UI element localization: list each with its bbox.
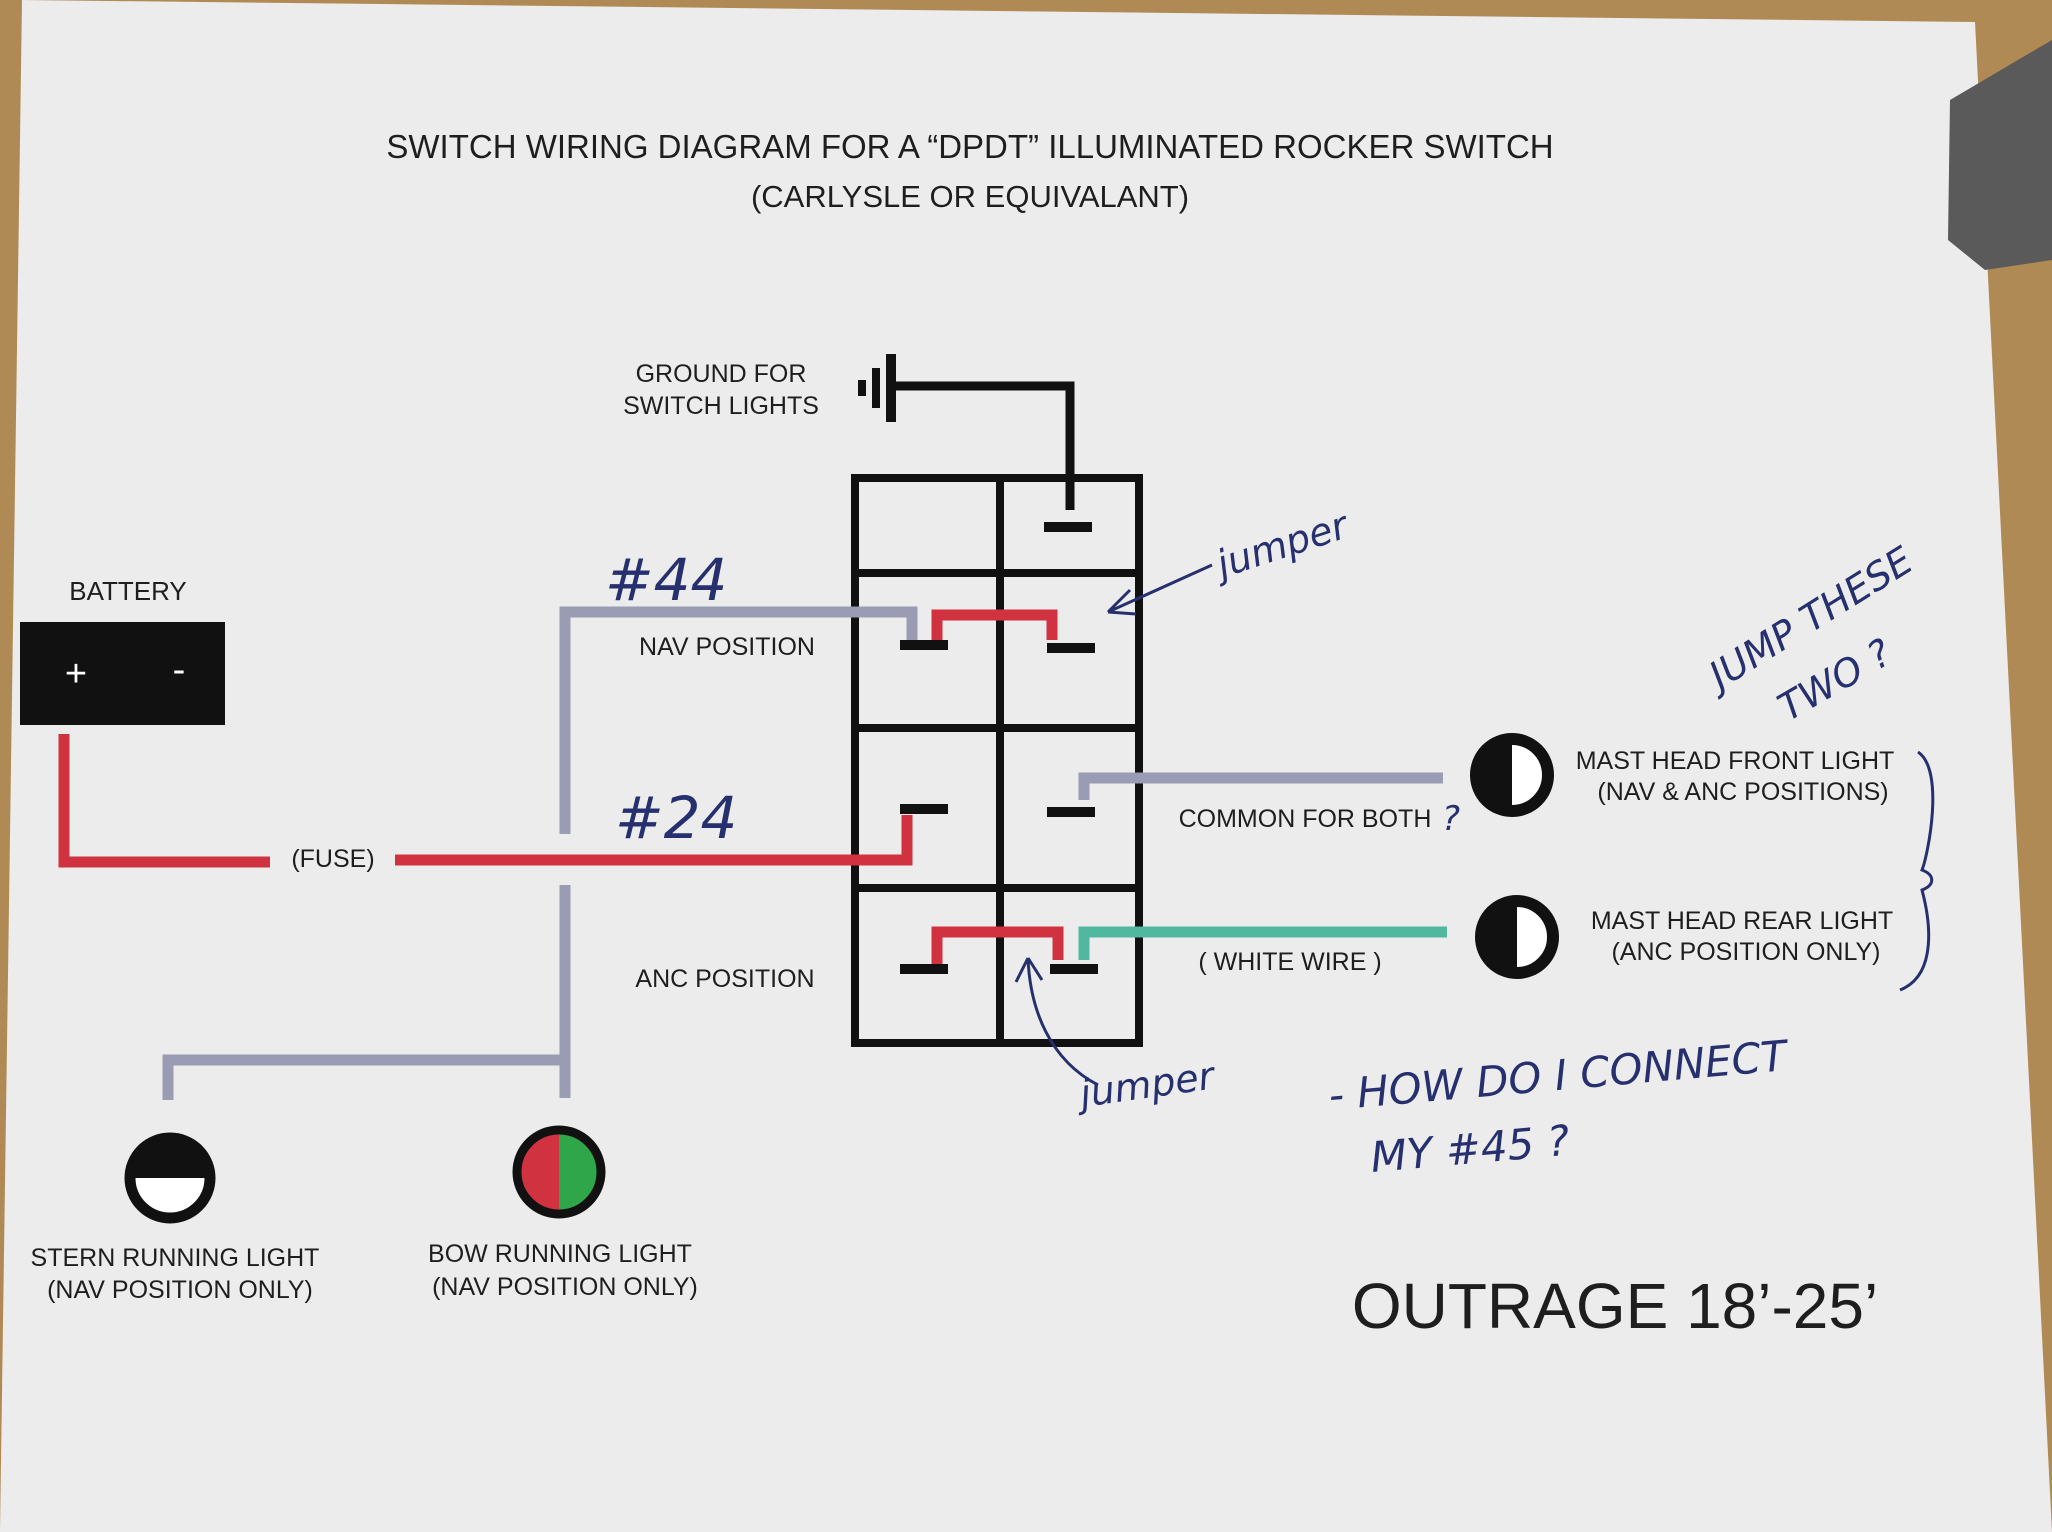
mast-rear-label-line-1: MAST HEAD REAR LIGHT [1591, 907, 1893, 935]
handwritten-wire-24: #24 [615, 784, 737, 852]
bow-running-light-icon [512, 1125, 606, 1219]
terminal-common-left [900, 804, 948, 814]
dpdt-switch-body [851, 474, 1143, 1047]
jumper-top-arrow [1106, 563, 1213, 616]
mast-head-front-light-icon [1470, 733, 1554, 817]
ground-icon [858, 354, 896, 422]
anc-position-label: ANC POSITION [635, 965, 814, 993]
wire-stern-feed [162, 1054, 565, 1100]
terminal-common-right [1047, 807, 1095, 817]
bow-label-line-2: (NAV POSITION ONLY) [432, 1273, 698, 1301]
mast-front-label-line-1: MAST HEAD FRONT LIGHT [1576, 747, 1895, 775]
fuse-label: (FUSE) [291, 845, 374, 873]
ground-wire [896, 381, 1075, 510]
terminal-nav-left [900, 640, 948, 650]
model-title: OUTRAGE 18’-25’ [1352, 1270, 1878, 1342]
white-wire [1078, 926, 1447, 960]
stern-label-line-1: STERN RUNNING LIGHT [31, 1244, 320, 1272]
common-for-both-label: COMMON FOR BOTH [1179, 805, 1432, 833]
switch-terminals [900, 522, 1098, 974]
red-wires [58, 609, 1064, 964]
bow-label-line-1: BOW RUNNING LIGHT [428, 1240, 692, 1268]
white-wire-label: ( WHITE WIRE ) [1198, 948, 1381, 976]
title-line-1: SWITCH WIRING DIAGRAM FOR A “DPDT” ILLUM… [386, 128, 1553, 165]
battery-label: BATTERY [69, 576, 187, 606]
jumper-anc [931, 926, 1064, 964]
terminal-nav-right [1047, 643, 1095, 653]
gray-wires [162, 606, 1443, 1100]
wire-common [1078, 772, 1443, 800]
bracket-mast-lights [1899, 750, 1935, 992]
wire-fuse-to-switch [395, 815, 913, 866]
battery-minus: - [173, 649, 186, 691]
object-corner [1948, 40, 2052, 270]
battery-plus: + [65, 653, 87, 695]
ground-label-line-1: GROUND FOR [636, 360, 807, 388]
stern-running-light-icon [124, 1132, 216, 1224]
stern-label-line-2: (NAV POSITION ONLY) [47, 1276, 313, 1304]
mast-head-rear-light-icon [1475, 895, 1559, 979]
jumper-nav [931, 609, 1058, 640]
wire-battery-positive [58, 734, 270, 868]
handwritten-wire-44: #44 [605, 546, 727, 614]
handwritten-common-question: ? [1442, 799, 1460, 839]
title-line-2: (CARLYSLE OR EQUIVALANT) [751, 179, 1189, 214]
terminal-anc-right [1050, 964, 1098, 974]
mast-front-label-line-2: (NAV & ANC POSITIONS) [1597, 778, 1888, 806]
ground-label-line-2: SWITCH LIGHTS [623, 392, 819, 420]
terminal-lamp [1044, 522, 1092, 532]
nav-position-label: NAV POSITION [639, 633, 815, 661]
jumper-bottom-arrow [1014, 957, 1099, 1087]
mast-rear-label-line-2: (ANC POSITION ONLY) [1611, 938, 1880, 966]
battery [20, 622, 225, 725]
wire-nav-feed [559, 606, 918, 834]
terminal-anc-left [900, 964, 948, 974]
